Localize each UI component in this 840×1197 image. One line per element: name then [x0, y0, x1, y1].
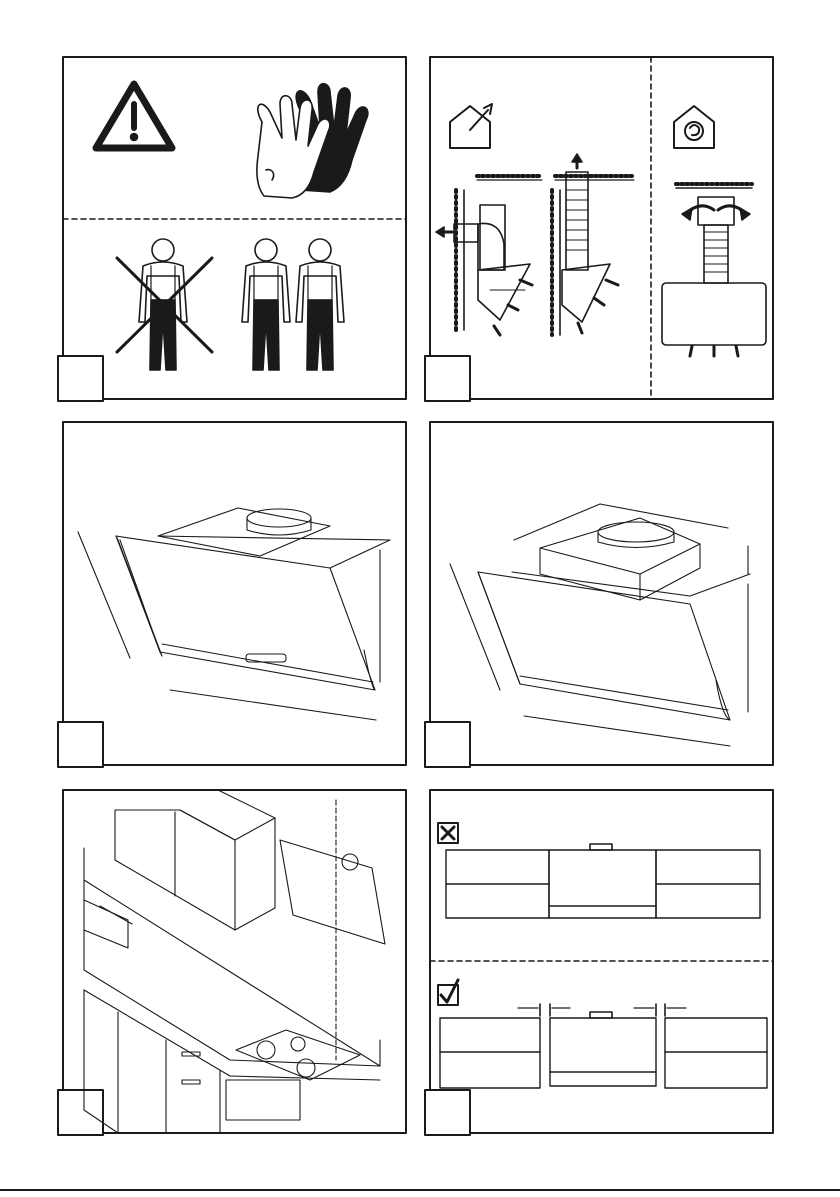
step-number-box-3	[58, 722, 103, 767]
filter-recirculation-icon	[662, 184, 766, 356]
step-number-box-4	[425, 722, 470, 767]
panel-5	[58, 790, 406, 1135]
two-persons-icon	[242, 239, 344, 370]
wall-duct-up-icon	[552, 154, 634, 335]
correct-fit-check-icon	[438, 980, 458, 1005]
step-number-box-6	[425, 1090, 470, 1135]
warning-triangle-icon	[96, 84, 172, 148]
wrong-fit-cross-icon	[438, 823, 458, 843]
kitchen-installation-icon	[84, 790, 385, 1133]
panel-3	[58, 422, 407, 767]
panel-2	[425, 57, 773, 401]
step-number-box-1	[58, 356, 103, 401]
panel-4	[425, 422, 773, 767]
ducted-extraction-house-icon	[450, 104, 492, 148]
step-number-box-2	[425, 356, 470, 401]
recirculation-house-icon	[674, 106, 714, 148]
panel-1	[58, 57, 406, 401]
panel-6	[425, 790, 773, 1135]
hood-with-box-dimensions-icon	[450, 504, 750, 746]
hood-dimensions-icon	[78, 508, 407, 720]
step-number-box-5	[58, 1090, 103, 1135]
single-person-crossed-icon	[117, 239, 212, 370]
wall-duct-left-icon	[436, 176, 542, 335]
gloves-icon	[257, 84, 368, 198]
